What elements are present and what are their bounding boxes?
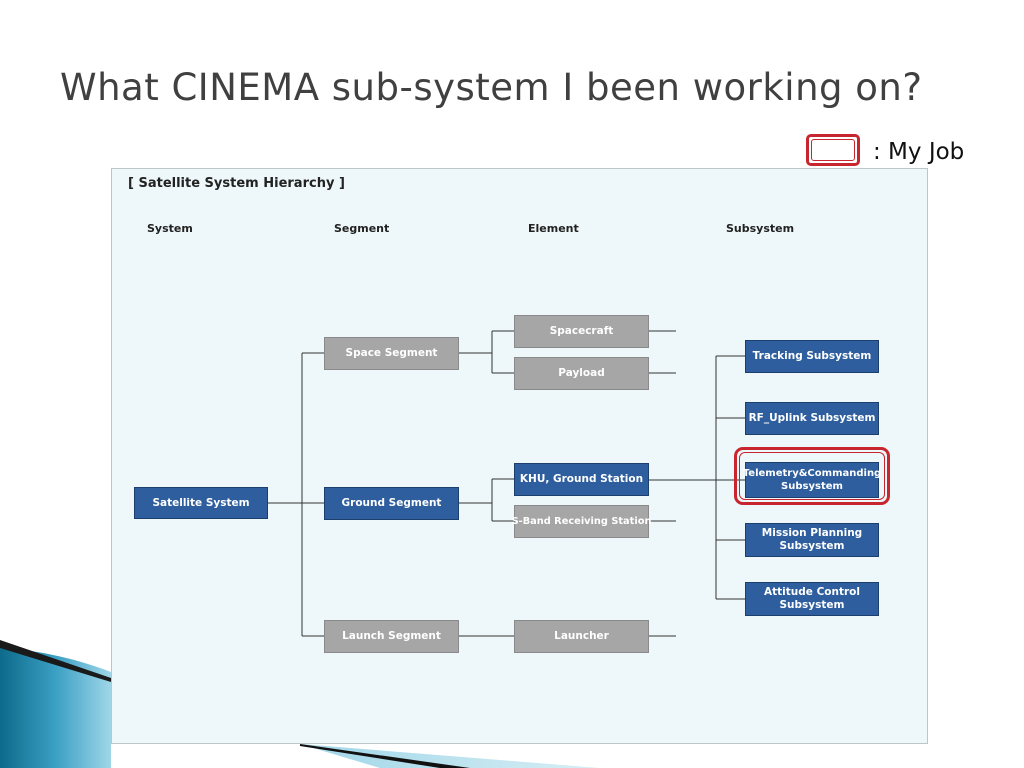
node-label: Launch Segment	[342, 630, 441, 642]
node-launch-segment: Launch Segment	[324, 620, 459, 653]
node-space-segment: Space Segment	[324, 337, 459, 370]
node-label-line-1: Telemetry&Commanding	[742, 468, 882, 479]
node-khu-ground-station: KHU, Ground Station	[514, 463, 649, 496]
node-label: Space Segment	[345, 347, 438, 359]
node-label-line-1: Mission Planning	[761, 527, 863, 539]
column-header-subsystem: Subsystem	[726, 222, 795, 235]
node-launcher: Launcher	[514, 620, 649, 653]
node-label: S-Band Receiving Station	[511, 516, 652, 527]
node-telemetry-commanding-subsystem: Telemetry&Commanding Subsystem	[742, 462, 882, 498]
node-spacecraft: Spacecraft	[514, 315, 649, 348]
node-tracking-subsystem: Tracking Subsystem	[745, 340, 879, 373]
column-header-segment: Segment	[334, 222, 390, 235]
node-label: Ground Segment	[341, 497, 442, 509]
node-label: RF_Uplink Subsystem	[748, 412, 876, 424]
node-label-line-2: Subsystem	[781, 481, 843, 492]
column-header-element: Element	[528, 222, 579, 235]
node-label: Tracking Subsystem	[752, 350, 872, 362]
node-label: Payload	[558, 367, 605, 379]
node-payload: Payload	[514, 357, 649, 390]
column-header-system: System	[147, 222, 193, 235]
node-label: Launcher	[554, 630, 609, 642]
my-job-highlight	[734, 447, 890, 505]
node-mission-planning-subsystem: Mission Planning Subsystem	[745, 523, 879, 557]
node-satellite-system: Satellite System	[134, 487, 268, 519]
node-ground-segment: Ground Segment	[324, 487, 459, 520]
slide-title: What CINEMA sub-system I been working on…	[60, 66, 923, 109]
node-s-band-receiving-station: S-Band Receiving Station	[511, 505, 652, 538]
node-label: Spacecraft	[549, 325, 614, 337]
node-label: KHU, Ground Station	[519, 473, 644, 485]
diagram-heading: [ Satellite System Hierarchy ]	[128, 176, 345, 191]
node-label-line-2: Subsystem	[779, 540, 845, 552]
node-label-line-1: Attitude Control	[764, 586, 860, 598]
node-label-line-2: Subsystem	[779, 599, 845, 611]
node-label: Satellite System	[152, 496, 250, 509]
node-rf-uplink-subsystem: RF_Uplink Subsystem	[745, 402, 879, 435]
node-attitude-control-subsystem: Attitude Control Subsystem	[745, 582, 879, 616]
legend-label: : My Job	[873, 139, 965, 165]
legend-highlight-swatch	[806, 134, 860, 166]
